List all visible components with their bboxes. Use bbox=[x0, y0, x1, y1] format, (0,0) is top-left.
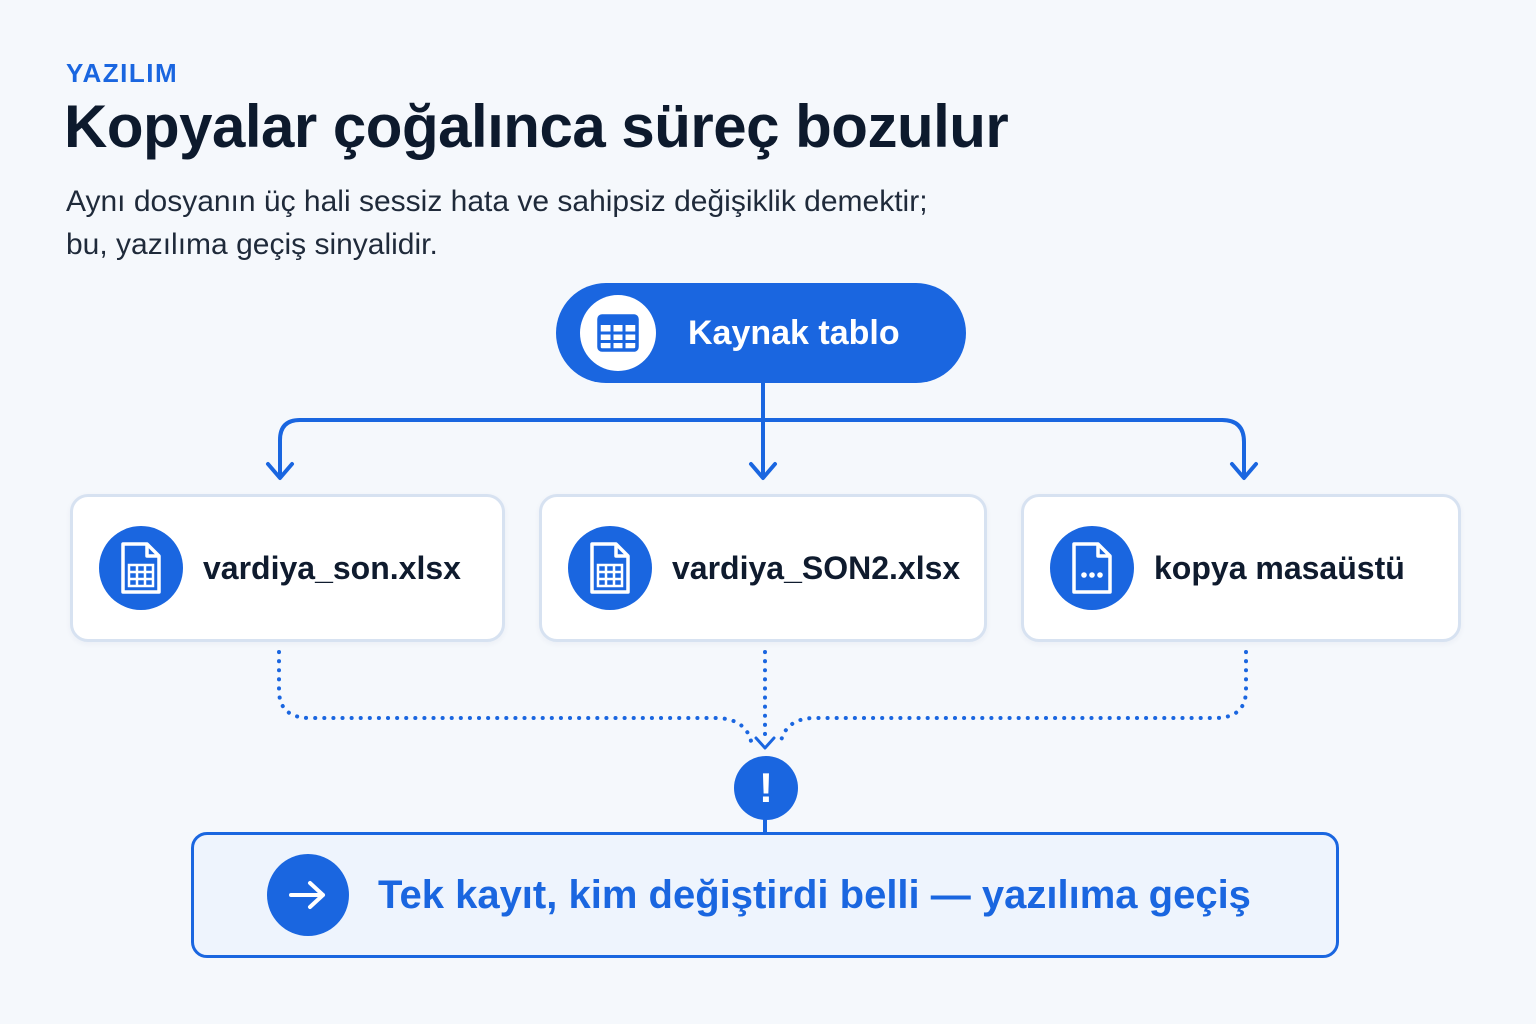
subtitle: Aynı dosyanın üç hali sessiz hata ve sah… bbox=[66, 180, 1066, 266]
merge-arrowhead bbox=[754, 736, 776, 750]
page-title: Kopyalar çoğalınca süreç bozulur bbox=[64, 93, 1009, 160]
copy-label: kopya masaüstü bbox=[1154, 549, 1405, 586]
source-table-node: Kaynak tablo bbox=[556, 283, 966, 383]
table-icon bbox=[580, 295, 656, 371]
result-banner: Tek kayıt, kim değiştirdi belli — yazılı… bbox=[191, 832, 1339, 958]
subtitle-line: Aynı dosyanın üç hali sessiz hata ve sah… bbox=[66, 185, 928, 218]
exclamation-icon: ! bbox=[734, 756, 798, 820]
copy-card: vardiya_son.xlsx bbox=[70, 494, 505, 642]
eyebrow-label: YAZILIM bbox=[66, 58, 179, 88]
copy-label: vardiya_son.xlsx bbox=[203, 549, 461, 586]
spreadsheet-file-icon bbox=[568, 526, 652, 610]
arrow-right-icon bbox=[267, 854, 349, 936]
source-label: Kaynak tablo bbox=[688, 313, 900, 352]
result-label: Tek kayıt, kim değiştirdi belli — yazılı… bbox=[378, 872, 1251, 917]
copy-card: kopya masaüstü bbox=[1021, 494, 1461, 642]
split-connector bbox=[266, 381, 1258, 480]
file-more-icon bbox=[1050, 526, 1134, 610]
copy-card: vardiya_SON2.xlsx bbox=[539, 494, 987, 642]
copy-label: vardiya_SON2.xlsx bbox=[672, 549, 961, 586]
spreadsheet-file-icon bbox=[99, 526, 183, 610]
subtitle-line: bu, yazılıma geçiş sinyalidir. bbox=[66, 228, 438, 261]
merge-connector bbox=[277, 650, 1248, 748]
